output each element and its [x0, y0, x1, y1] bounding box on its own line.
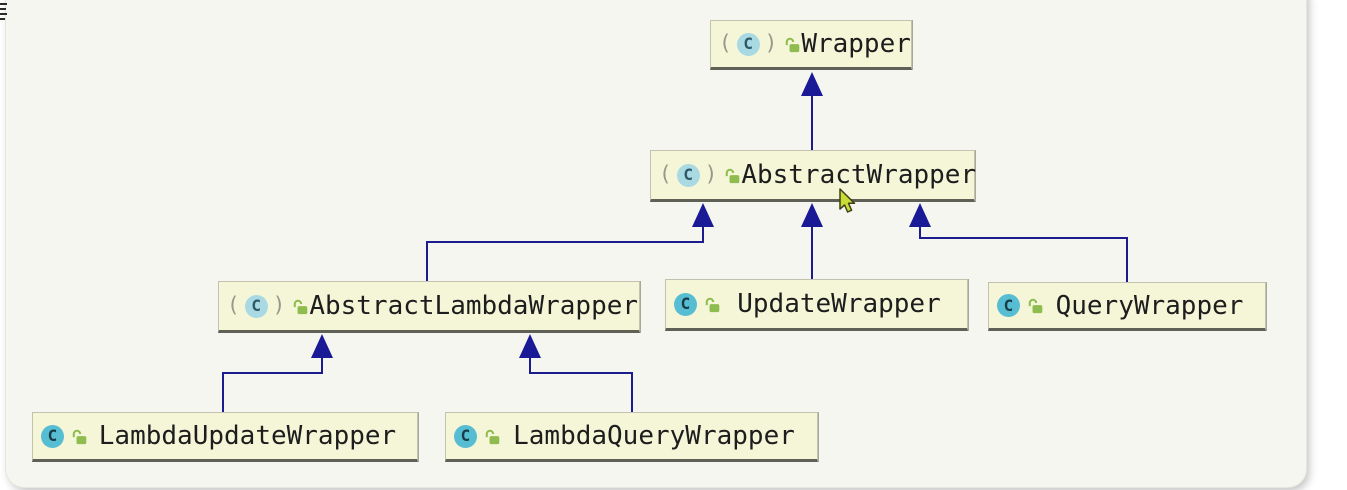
unlocked-icon	[704, 296, 721, 313]
unlocked-icon	[784, 36, 801, 53]
class-name-label: UpdateWrapper	[737, 289, 941, 319]
unlocked-icon	[484, 428, 501, 445]
class-name-label: Wrapper	[801, 29, 911, 59]
class-node-abstract-lambda-wrapper[interactable]: (C) AbstractLambdaWrapper	[218, 281, 640, 333]
class-icon: C	[41, 424, 64, 448]
class-icon: C	[244, 294, 268, 318]
class-name-label: LambdaUpdateWrapper	[98, 421, 397, 451]
abstract-paren-icon: )	[704, 161, 718, 186]
mouse-cursor	[839, 188, 856, 213]
class-node-abstract-wrapper[interactable]: (C) AbstractWrapper	[650, 150, 977, 202]
abstract-paren-icon: )	[764, 30, 778, 55]
class-node-update-wrapper[interactable]: C UpdateWrapper	[665, 279, 968, 331]
unlocked-icon	[1027, 297, 1044, 314]
class-node-query-wrapper[interactable]: C QueryWrapper	[988, 282, 1266, 331]
class-name-label: AbstractLambdaWrapper	[309, 291, 639, 321]
class-name-label: AbstractWrapper	[741, 160, 977, 190]
unlocked-icon	[71, 428, 88, 445]
class-name-label: QueryWrapper	[1055, 290, 1244, 321]
class-icon: C	[676, 163, 700, 187]
unlocked-icon	[724, 167, 741, 184]
class-icon: C	[997, 294, 1020, 317]
class-icon: C	[736, 32, 760, 56]
class-node-lambda-update-wrapper[interactable]: C LambdaUpdateWrapper	[32, 412, 418, 462]
abstract-paren-icon: (	[719, 30, 732, 55]
class-node-wrapper[interactable]: (C) Wrapper	[710, 20, 912, 70]
class-icon: C	[674, 292, 697, 316]
class-icon: C	[454, 424, 477, 448]
window-edge-glyph	[0, 3, 7, 20]
unlocked-icon	[292, 298, 309, 315]
abstract-paren-icon: )	[272, 292, 286, 317]
class-node-lambda-query-wrapper[interactable]: C LambdaQueryWrapper	[445, 412, 818, 462]
class-name-label: LambdaQueryWrapper	[513, 421, 795, 451]
abstract-paren-icon: (	[227, 292, 240, 317]
abstract-paren-icon: (	[659, 161, 672, 186]
